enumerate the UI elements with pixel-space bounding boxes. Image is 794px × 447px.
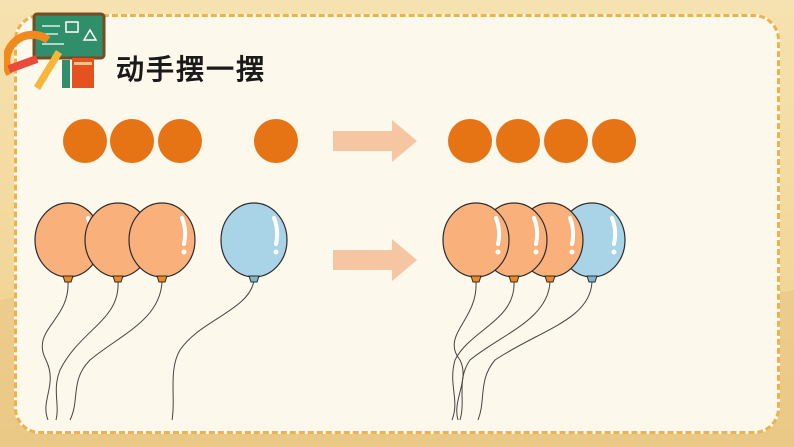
orange-dot bbox=[448, 119, 492, 163]
dots-right-group bbox=[448, 119, 636, 163]
chalkboard-ruler-icon bbox=[4, 12, 106, 90]
page-title: 动手摆一摆 bbox=[116, 53, 267, 86]
orange-dot bbox=[110, 119, 154, 163]
orange-dot bbox=[63, 119, 107, 163]
orange-dot bbox=[544, 119, 588, 163]
blue-balloon bbox=[219, 201, 289, 284]
balloons-right bbox=[451, 281, 593, 421]
arrow-right-icon bbox=[333, 239, 417, 281]
balloons-left bbox=[41, 279, 255, 421]
orange-balloon bbox=[127, 201, 197, 284]
orange-dot bbox=[496, 119, 540, 163]
orange-dot-single bbox=[254, 119, 298, 163]
arrow-right-icon bbox=[333, 120, 417, 162]
dots-left-group bbox=[63, 119, 202, 163]
orange-dot bbox=[158, 119, 202, 163]
books-icon bbox=[62, 58, 94, 88]
orange-dot bbox=[592, 119, 636, 163]
